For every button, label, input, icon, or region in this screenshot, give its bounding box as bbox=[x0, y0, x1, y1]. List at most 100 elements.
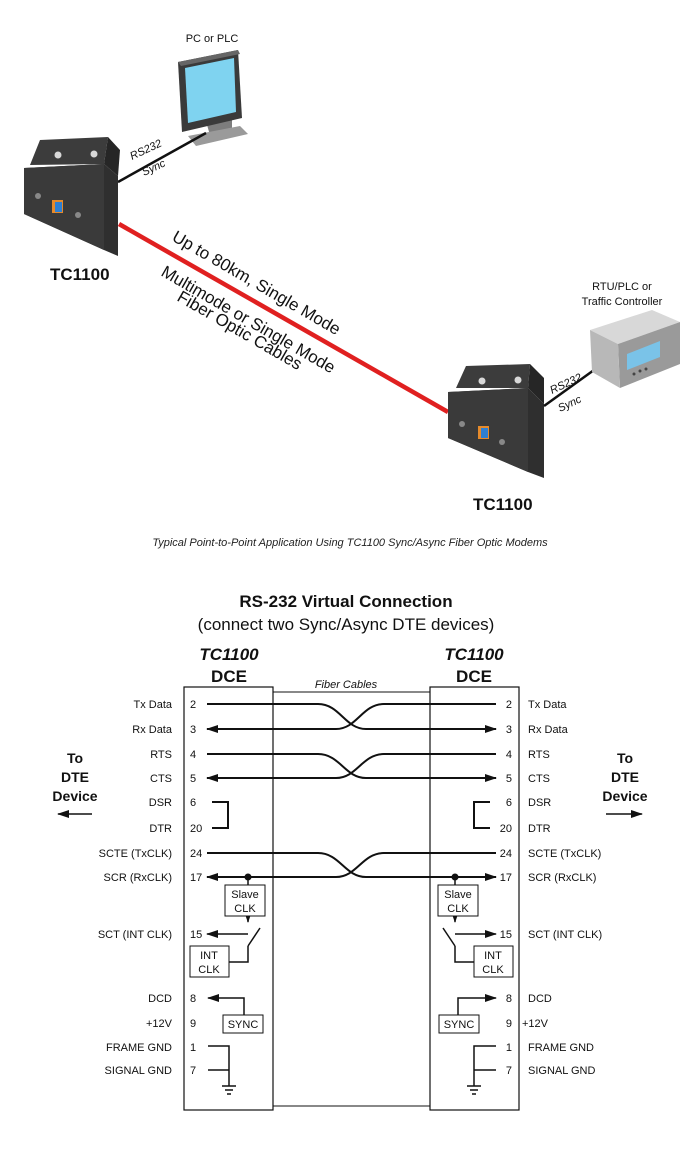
application-caption: Typical Point-to-Point Application Using… bbox=[152, 537, 548, 549]
pin-number-left: 20 bbox=[190, 823, 202, 835]
right-dte-label-3: Device bbox=[602, 788, 647, 804]
signal-name-left: DCD bbox=[148, 993, 172, 1005]
pin-number-right: 7 bbox=[506, 1065, 512, 1077]
signal-name-right: SIGNAL GND bbox=[528, 1065, 595, 1077]
pin-number-left: 15 bbox=[190, 929, 202, 941]
right-dte-label-2: DTE bbox=[611, 769, 639, 785]
sync-right-label: Sync bbox=[556, 393, 584, 414]
left-dsr-dtr-loop bbox=[212, 801, 229, 829]
pin-number-right: 3 bbox=[506, 724, 512, 736]
signal-name-left: CTS bbox=[150, 773, 172, 785]
pin-number-right: 20 bbox=[500, 823, 512, 835]
left-signal-labels: Tx Data Rx Data RTS CTS DSR DTR SCTE (Tx… bbox=[98, 699, 173, 1077]
left-int-clk-box bbox=[189, 945, 230, 978]
pin-number-left: 24 bbox=[190, 848, 202, 860]
signal-name-left: Tx Data bbox=[133, 699, 172, 711]
signal-name-right: DSR bbox=[528, 797, 551, 809]
left-slave-clk-label-2: CLK bbox=[234, 903, 256, 915]
signal-name-right: CTS bbox=[528, 773, 550, 785]
wire-scte-to-scr-return bbox=[206, 852, 496, 881]
left-dte-label-1: To bbox=[67, 750, 83, 766]
wire-scte-to-scr bbox=[207, 852, 497, 881]
fiber-cable bbox=[117, 222, 450, 414]
right-slave-clk-box bbox=[437, 884, 479, 917]
signal-name-left: DSR bbox=[149, 797, 172, 809]
signal-name-right: SCTE (TxCLK) bbox=[528, 848, 601, 860]
left-slave-clk-label-1: Slave bbox=[231, 889, 259, 901]
signal-name-left: SIGNAL GND bbox=[105, 1065, 172, 1077]
left-dce-header-type: DCE bbox=[211, 667, 247, 686]
pin-number-left: 5 bbox=[190, 773, 196, 785]
fiber-cables-caption: Fiber Cables bbox=[315, 679, 378, 691]
modem-left-name: TC1100 bbox=[50, 265, 110, 284]
signal-name-left: SCT (INT CLK) bbox=[98, 929, 172, 941]
signal-name-right: FRAME GND bbox=[528, 1042, 594, 1054]
rs232-cable-left bbox=[117, 131, 207, 184]
pin-number-left: 2 bbox=[190, 699, 196, 711]
signal-name-left: DTR bbox=[149, 823, 172, 835]
wiring-title: RS-232 Virtual Connection bbox=[239, 592, 452, 611]
pin-number-left: 6 bbox=[190, 797, 196, 809]
left-dte-label-3: Device bbox=[52, 788, 97, 804]
wiring-subtitle: (connect two Sync/Async DTE devices) bbox=[198, 615, 495, 634]
sync-left-label: Sync bbox=[140, 157, 168, 178]
left-sync-label: SYNC bbox=[228, 1019, 259, 1031]
pin-number-right: 2 bbox=[506, 699, 512, 711]
pin-number-right: 8 bbox=[506, 993, 512, 1005]
right-dce-box bbox=[429, 686, 520, 1111]
modem-left-icon bbox=[24, 137, 120, 256]
pin-number-right: 15 bbox=[500, 929, 512, 941]
pin-number-left: 4 bbox=[190, 749, 196, 761]
signal-name-right: DTR bbox=[528, 823, 551, 835]
left-int-clk-label-1: INT bbox=[200, 950, 218, 962]
pin-number-right: 1 bbox=[506, 1042, 512, 1054]
signal-name-right: SCT (INT CLK) bbox=[528, 929, 602, 941]
signal-name-right: RTS bbox=[528, 749, 550, 761]
rtu-label-line2: Traffic Controller bbox=[582, 296, 663, 308]
pin-number-right: 4 bbox=[506, 749, 512, 761]
right-clock-circuit: Slave CLK INT CLK SYNC bbox=[437, 873, 514, 1034]
signal-name-right: Rx Data bbox=[528, 724, 569, 736]
right-ground-icon bbox=[467, 1045, 496, 1095]
left-ground-icon bbox=[208, 1045, 236, 1095]
pin-number-left: 1 bbox=[190, 1042, 196, 1054]
signal-wires bbox=[206, 703, 497, 881]
pin-number-left: 7 bbox=[190, 1065, 196, 1077]
wire-tx-to-rx bbox=[207, 703, 497, 733]
wire-tx-to-rx-return bbox=[206, 703, 496, 733]
left-sync-box bbox=[222, 1014, 264, 1034]
left-dce-box bbox=[183, 686, 274, 1111]
wire-rts-to-cts-return bbox=[206, 753, 496, 782]
right-sync-box bbox=[438, 1014, 480, 1034]
signal-name-right: Tx Data bbox=[528, 699, 567, 711]
right-int-clk-box bbox=[473, 945, 514, 978]
right-int-clk-label-1: INT bbox=[484, 950, 502, 962]
right-int-clk-label-2: CLK bbox=[482, 964, 504, 976]
rtu-label-line1: RTU/PLC or bbox=[592, 281, 652, 293]
signal-name-left: SCTE (TxCLK) bbox=[99, 848, 172, 860]
left-dte-label-2: DTE bbox=[61, 769, 89, 785]
signal-name-right: +12V bbox=[522, 1018, 549, 1030]
right-pin-numbers: 2 3 4 5 6 20 24 17 15 8 9 1 7 bbox=[500, 699, 512, 1077]
right-dsr-dtr-loop bbox=[473, 801, 490, 829]
pin-number-right: 17 bbox=[500, 872, 512, 884]
pin-number-right: 5 bbox=[506, 773, 512, 785]
right-slave-clk-label-1: Slave bbox=[444, 889, 472, 901]
rs232-right-label: RS232 bbox=[548, 372, 584, 397]
pin-number-left: 3 bbox=[190, 724, 196, 736]
signal-name-left: +12V bbox=[146, 1018, 173, 1030]
left-dce-header-model: TC1100 bbox=[199, 645, 259, 664]
modem-right-name: TC1100 bbox=[473, 495, 533, 514]
pc-monitor-icon bbox=[178, 50, 248, 146]
right-dte-label-1: To bbox=[617, 750, 633, 766]
signal-name-left: SCR (RxCLK) bbox=[104, 872, 172, 884]
signal-name-right: SCR (RxCLK) bbox=[528, 872, 596, 884]
signal-name-left: RTS bbox=[150, 749, 172, 761]
right-sync-label: SYNC bbox=[444, 1019, 475, 1031]
pin-number-right: 9 bbox=[506, 1018, 512, 1030]
pin-number-right: 6 bbox=[506, 797, 512, 809]
pin-number-left: 9 bbox=[190, 1018, 196, 1030]
signal-name-left: FRAME GND bbox=[106, 1042, 172, 1054]
modem-right-icon bbox=[448, 364, 544, 478]
